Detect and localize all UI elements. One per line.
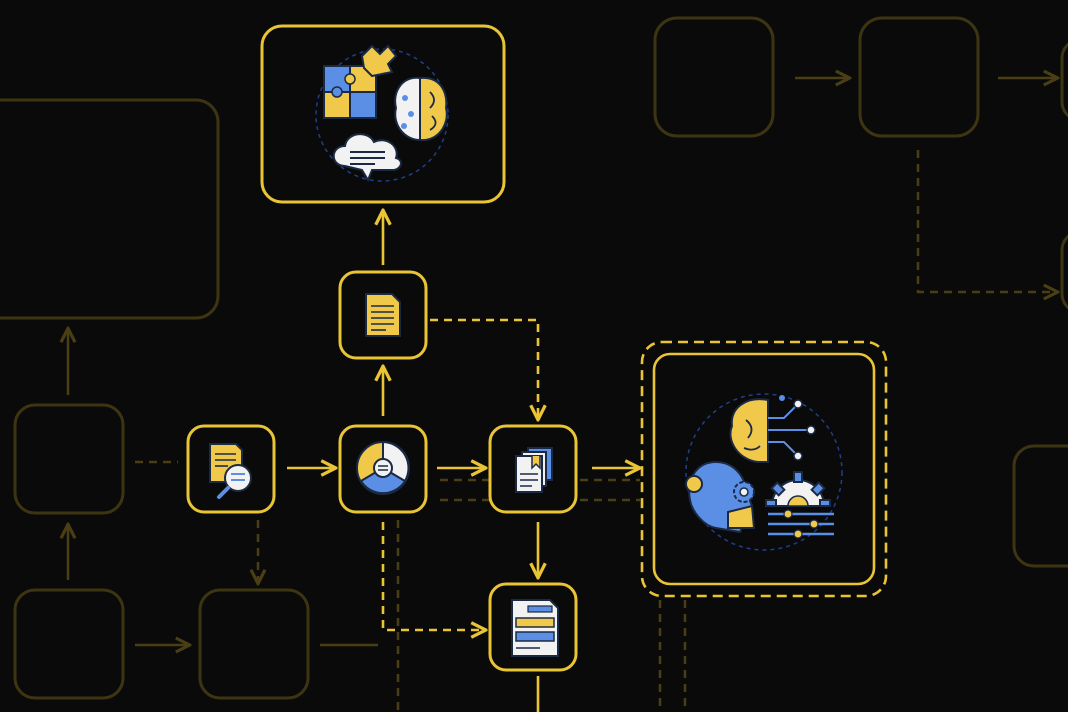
document-search-icon: [209, 443, 252, 499]
faded-node: [858, 16, 980, 138]
document-icon: [365, 293, 401, 337]
node-ai-automation[interactable]: [640, 340, 888, 598]
faded-node: [13, 403, 125, 515]
form-document-icon: [511, 599, 559, 657]
node-ai-brain-puzzle[interactable]: [260, 24, 506, 204]
node-document-stack[interactable]: [488, 424, 578, 514]
node-document-search[interactable]: [186, 424, 276, 514]
faded-node: [653, 16, 775, 138]
node-data-processing[interactable]: [338, 424, 428, 514]
node-structured-output[interactable]: [488, 582, 578, 672]
brain-puzzle-cloud-icon: [315, 44, 449, 183]
faded-node: [13, 588, 125, 700]
document-stack-icon: [515, 447, 553, 493]
edge-processing-to-output: [381, 522, 484, 630]
faded-background-nodes: [0, 16, 1068, 700]
ai-head-gears-icon: [685, 393, 843, 551]
pie-chart-database-icon: [356, 440, 410, 495]
faded-node: [1012, 444, 1068, 568]
edge-document-to-stack: [430, 318, 538, 418]
active-connectors: [287, 212, 638, 712]
faded-connectors: [68, 78, 1056, 712]
faded-node: [1060, 42, 1068, 118]
faded-node: [0, 98, 220, 320]
faded-node: [198, 588, 310, 700]
node-document[interactable]: [338, 270, 428, 360]
faded-node: [1060, 234, 1068, 310]
